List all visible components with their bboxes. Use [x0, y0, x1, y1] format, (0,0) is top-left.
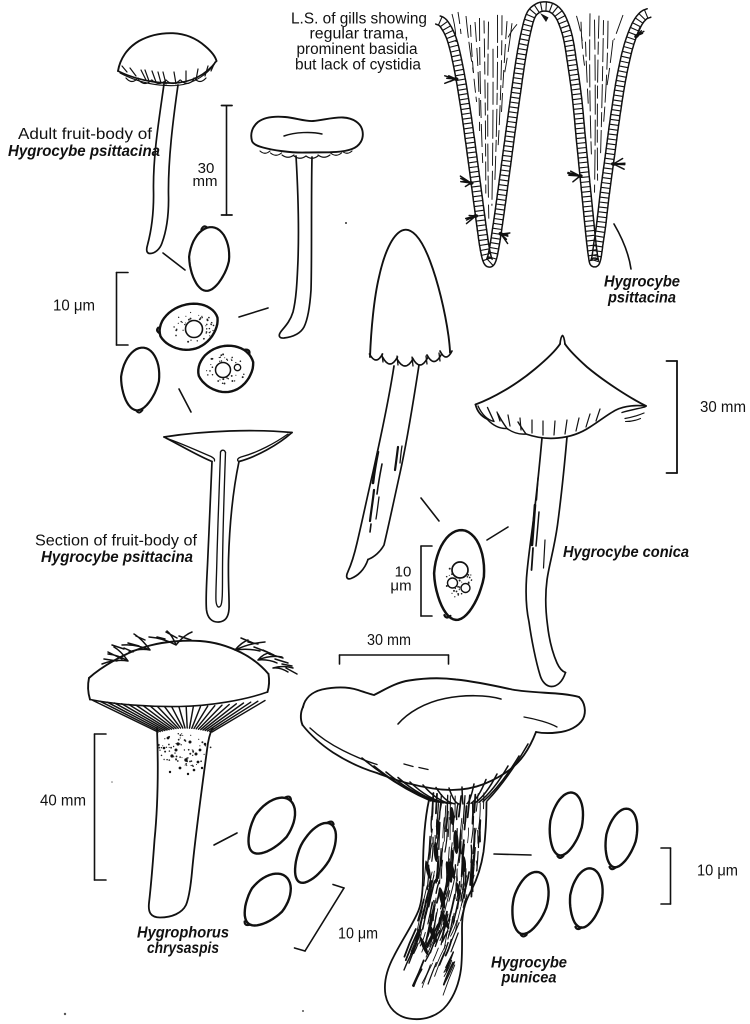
svg-text:Section of fruit-body of: Section of fruit-body of [35, 533, 198, 550]
svg-text:30: 30 [198, 160, 215, 177]
svg-text:prominent basidia: prominent basidia [297, 41, 418, 58]
svg-text:10 μm: 10 μm [697, 863, 738, 880]
svg-text:but lack of cystidia: but lack of cystidia [295, 57, 421, 74]
svg-text:Hygrocybe conica: Hygrocybe conica [563, 544, 689, 561]
svg-text:30 mm: 30 mm [367, 632, 411, 649]
svg-text:chrysaspis: chrysaspis [147, 940, 219, 957]
svg-text:10: 10 [395, 564, 412, 581]
svg-text:Hygrocybe psittacina: Hygrocybe psittacina [8, 143, 160, 160]
svg-text:punicea: punicea [501, 970, 557, 987]
svg-text:Hygrocybe psittacina: Hygrocybe psittacina [41, 549, 193, 566]
svg-text:10 μm: 10 μm [338, 926, 378, 943]
svg-text:mm: mm [193, 173, 218, 190]
svg-text:L.S. of gills showing: L.S. of gills showing [291, 11, 427, 28]
svg-text:μm: μm [390, 578, 411, 595]
svg-text:Hygrocybe: Hygrocybe [491, 955, 567, 972]
svg-text:30 mm: 30 mm [700, 399, 746, 416]
svg-text:regular trama,: regular trama, [310, 26, 409, 43]
svg-text:Hygrocybe: Hygrocybe [604, 274, 680, 291]
svg-text:psittacina: psittacina [607, 290, 676, 307]
svg-text:10 μm: 10 μm [53, 298, 95, 315]
svg-text:Adult fruit-body of: Adult fruit-body of [18, 126, 153, 143]
svg-text:Hygrophorus: Hygrophorus [137, 925, 229, 942]
svg-text:40 mm: 40 mm [40, 793, 86, 810]
